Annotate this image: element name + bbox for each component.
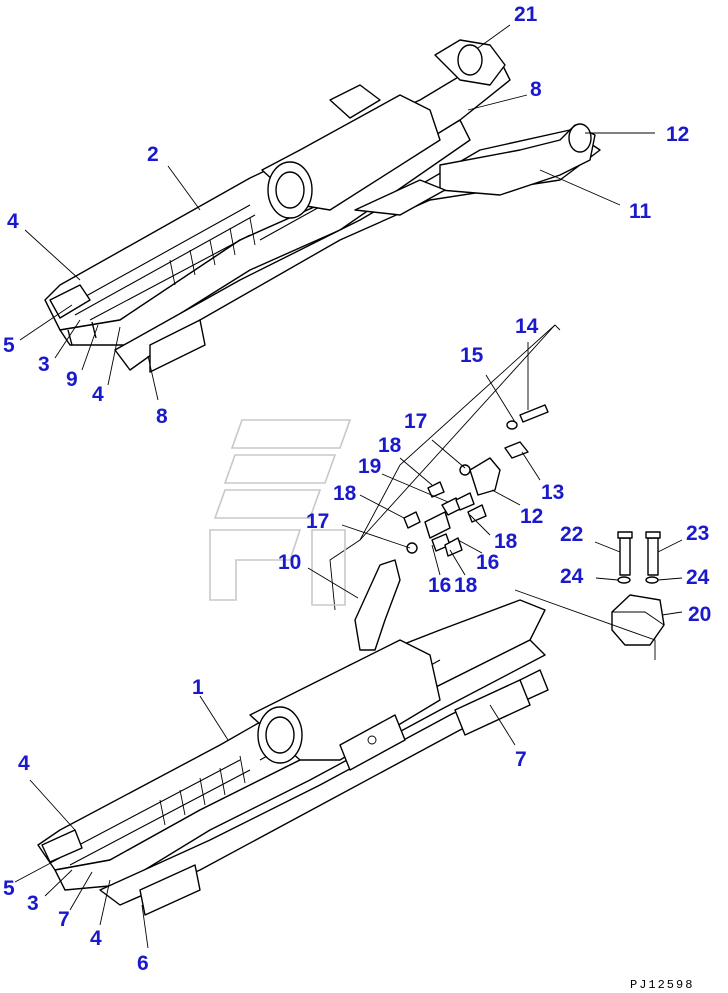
drawing-code: PJ12598 <box>630 978 694 992</box>
callout: 7 <box>515 748 527 771</box>
callout: 19 <box>358 455 381 478</box>
callout: 24 <box>686 566 710 589</box>
callout: 8 <box>530 78 542 101</box>
callout: 22 <box>560 523 583 546</box>
callout: 9 <box>66 368 78 391</box>
callout: 17 <box>306 510 329 533</box>
callout: 4 <box>90 927 102 950</box>
callout: 13 <box>541 481 564 504</box>
callout: 4 <box>7 210 19 233</box>
callout: 20 <box>688 603 711 626</box>
callout: 12 <box>666 123 689 146</box>
callout: 18 <box>378 434 402 457</box>
callout: 23 <box>686 522 709 545</box>
callout: 3 <box>38 353 50 376</box>
callout: 1 <box>192 676 204 699</box>
callout: 16 <box>428 574 451 597</box>
callout: 5 <box>3 877 15 900</box>
hardware-detail <box>329 324 561 611</box>
callout: 17 <box>404 410 427 433</box>
callout: 12 <box>520 505 543 528</box>
callout: 24 <box>560 565 584 588</box>
callout: 3 <box>27 892 39 915</box>
leader-lines <box>14 24 683 949</box>
callout: 16 <box>476 551 499 574</box>
callout: 6 <box>137 952 149 975</box>
callout: 21 <box>514 3 538 26</box>
upper-track-frame <box>44 39 601 373</box>
callout: 14 <box>515 315 539 338</box>
lower-track-frame <box>37 559 549 916</box>
callout: 4 <box>92 383 104 406</box>
callout: 4 <box>18 752 30 775</box>
callout: 5 <box>3 334 15 357</box>
callout: 18 <box>454 574 478 597</box>
callout: 10 <box>278 551 301 574</box>
callout: 15 <box>460 344 484 367</box>
callouts: 21 8 12 2 11 4 5 3 9 4 8 14 15 17 18 19 … <box>3 3 711 975</box>
callout: 11 <box>629 200 652 223</box>
callout: 18 <box>333 482 357 505</box>
callout: 18 <box>494 530 518 553</box>
cap-detail <box>514 531 665 660</box>
callout: 8 <box>156 405 168 428</box>
watermark-logo <box>209 419 352 606</box>
callout: 2 <box>147 143 159 166</box>
callout: 7 <box>58 908 70 931</box>
